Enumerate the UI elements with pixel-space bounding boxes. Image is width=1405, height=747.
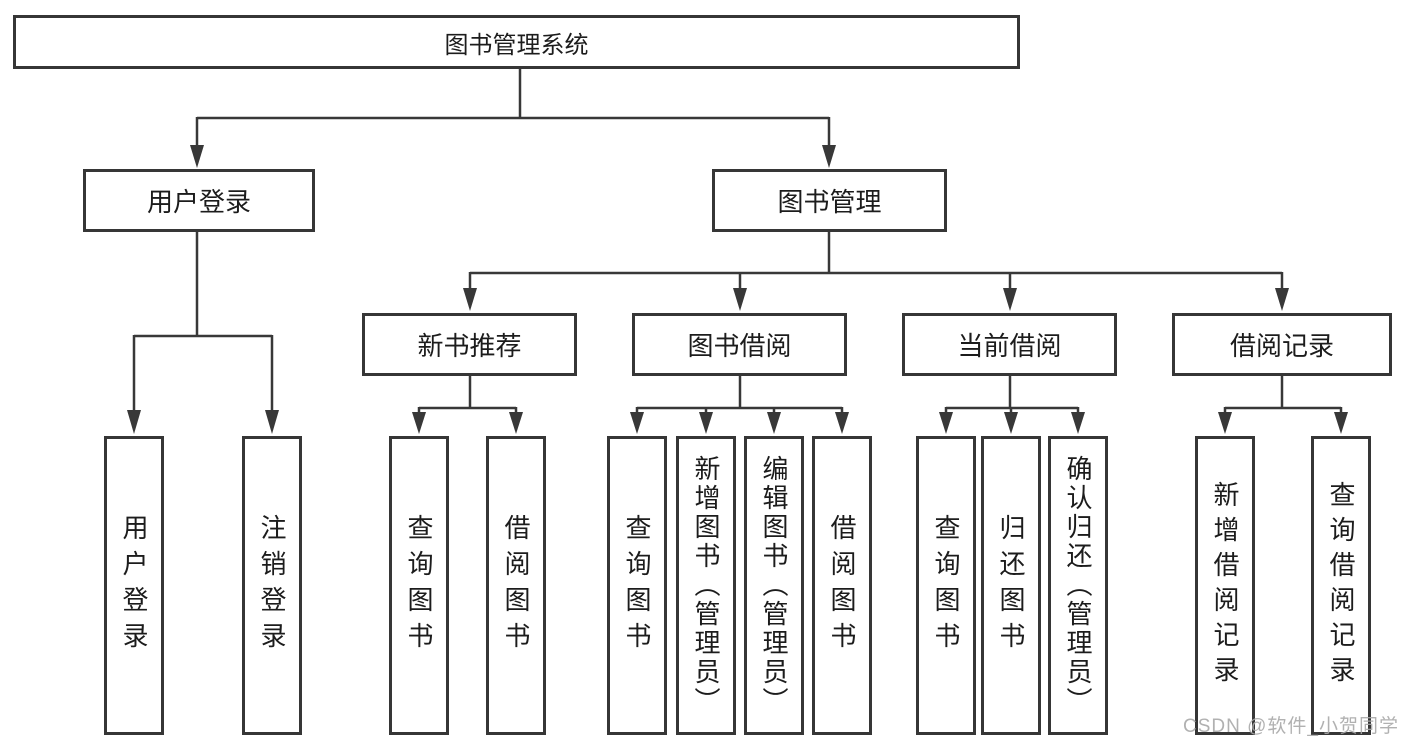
- leaf-label: 借阅图书: [501, 513, 531, 658]
- csdn-watermark: CSDN @软件_小贺同学: [1183, 716, 1399, 737]
- node-label: 借阅记录: [1229, 331, 1334, 361]
- leaf-logout: 注销登录: [242, 436, 302, 735]
- leaf-return-books: 归还图书: [981, 436, 1041, 735]
- leaf-label: 新增图书（管理员）: [691, 455, 721, 716]
- node-new-book-recommendation: 新书推荐: [362, 313, 577, 376]
- node-label: 当前借阅: [957, 331, 1062, 361]
- leaf-edit-books-admin: 编辑图书（管理员）: [744, 436, 804, 735]
- leaf-query-books-current: 查询图书: [916, 436, 976, 735]
- leaf-label: 查询图书: [404, 513, 434, 658]
- leaf-label: 编辑图书（管理员）: [759, 455, 789, 716]
- leaf-label: 借阅图书: [827, 513, 857, 658]
- node-book-borrowing: 图书借阅: [632, 313, 847, 376]
- leaf-query-borrow-record: 查询借阅记录: [1311, 436, 1371, 735]
- leaf-label: 新增借阅记录: [1210, 480, 1240, 691]
- node-label: 图书借阅: [687, 331, 792, 361]
- node-current-borrowing: 当前借阅: [902, 313, 1117, 376]
- node-borrowing-records: 借阅记录: [1172, 313, 1392, 376]
- node-label: 新书推荐: [417, 331, 522, 361]
- leaf-add-books-admin: 新增图书（管理员）: [676, 436, 736, 735]
- node-book-management: 图书管理: [712, 169, 947, 232]
- leaf-user-login: 用户登录: [104, 436, 164, 735]
- leaf-label: 查询图书: [931, 513, 961, 658]
- leaf-label: 查询借阅记录: [1326, 480, 1356, 691]
- node-label: 图书管理: [777, 187, 882, 217]
- leaf-label: 查询图书: [622, 513, 652, 658]
- node-label: 用户登录: [146, 187, 251, 217]
- leaf-label: 归还图书: [996, 513, 1026, 658]
- leaf-query-books-recommend: 查询图书: [389, 436, 449, 735]
- node-user-login: 用户登录: [83, 169, 315, 232]
- leaf-label: 注销登录: [257, 513, 287, 658]
- leaf-confirm-return-admin: 确认归还（管理员）: [1048, 436, 1108, 735]
- leaf-add-borrow-record: 新增借阅记录: [1195, 436, 1255, 735]
- leaf-query-books-borrowing: 查询图书: [607, 436, 667, 735]
- node-label: 图书管理系统: [444, 31, 589, 59]
- leaf-label: 用户登录: [119, 513, 149, 658]
- leaf-label: 确认归还（管理员）: [1063, 455, 1093, 716]
- leaf-borrow-books-borrowing: 借阅图书: [812, 436, 872, 735]
- node-library-management-system: 图书管理系统: [13, 15, 1020, 69]
- leaf-borrow-books-recommend: 借阅图书: [486, 436, 546, 735]
